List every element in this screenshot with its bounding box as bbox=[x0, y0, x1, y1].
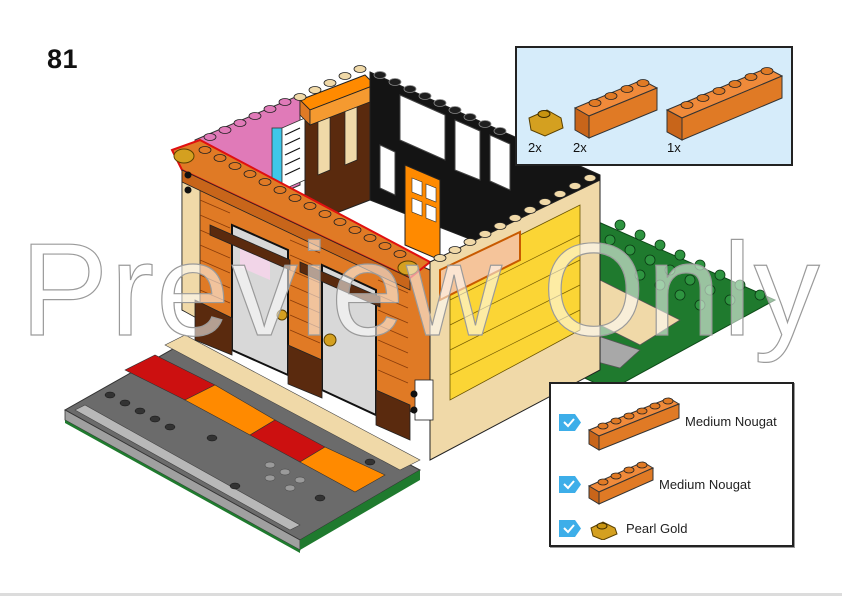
parts-illustration bbox=[528, 67, 784, 141]
part-color-label: Medium Nougat bbox=[685, 414, 777, 429]
parts-checklist-panel: Medium Nougat Medium Nougat Pearl Gold bbox=[549, 382, 794, 547]
check-icon[interactable] bbox=[559, 414, 581, 431]
check-icon[interactable] bbox=[559, 520, 581, 537]
parts-needed-callout: 2x 2x 1x bbox=[515, 46, 793, 166]
page-bottom-edge bbox=[0, 593, 842, 596]
brick-1x6-icon bbox=[587, 397, 681, 451]
part-color-label: Pearl Gold bbox=[626, 521, 688, 536]
pearl-gold-clip-icon bbox=[590, 521, 618, 540]
checklist-row: Medium Nougat bbox=[551, 461, 792, 506]
check-icon[interactable] bbox=[559, 476, 581, 493]
qty-brick-1x4: 2x bbox=[573, 140, 587, 155]
brick-1x4-icon bbox=[587, 461, 655, 505]
qty-brick-1x6: 1x bbox=[667, 140, 681, 155]
checklist-row: Medium Nougat bbox=[551, 397, 792, 451]
step-number: 81 bbox=[47, 44, 79, 74]
qty-pearl-gold-clip: 2x bbox=[528, 140, 542, 155]
pearl-gold-clip-part bbox=[528, 109, 564, 137]
highlighted-new-bricks bbox=[170, 138, 432, 280]
pearl-gold-clips bbox=[173, 148, 419, 276]
checklist-row: Pearl Gold bbox=[551, 518, 792, 548]
side-windows bbox=[439, 230, 521, 302]
brick-1x4-part bbox=[573, 79, 659, 139]
part-color-label: Medium Nougat bbox=[659, 477, 751, 492]
brick-1x6-part bbox=[665, 67, 784, 141]
